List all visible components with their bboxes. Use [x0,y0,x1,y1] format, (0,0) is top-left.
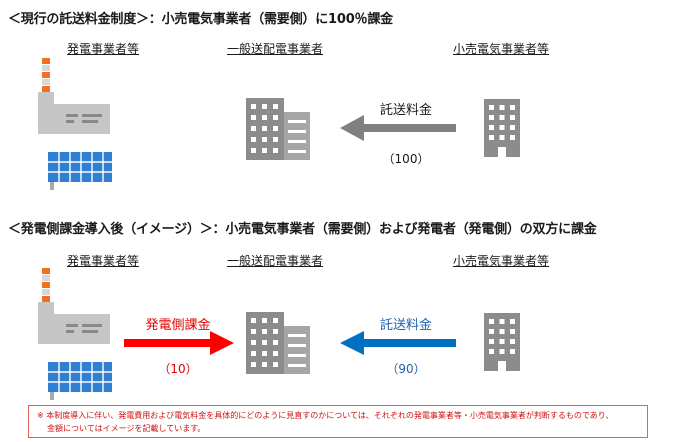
factory-icon [38,58,110,134]
section1-col-generator: 発電事業者等 [66,42,139,56]
section1-arrow-amount: （100） [382,152,430,166]
solar-panel-icon [48,152,112,190]
section2-col-transmission: 一般送配電事業者 [226,254,323,268]
section1-heading: ＜現行の託送料金制度＞：小売電気事業者（需要側）に100％課金 [8,12,393,27]
consignment-fee-arrow [340,115,456,141]
section2-left-arrow-amount: （10） [158,362,198,376]
office-building-icon [246,98,310,160]
footnote-line2: 金額についてはイメージを記載しています。 [47,424,206,433]
section2-col-retail: 小売電気事業者等 [452,254,549,268]
section2-right-arrow-label: 託送料金 [379,318,432,333]
office-building-icon [484,313,520,371]
section1-col-retail: 小売電気事業者等 [452,42,549,56]
section2-heading: ＜発電側課金導入後（イメージ）＞：小売電気事業者（需要側）および発電者（発電側）… [8,222,597,237]
section2-left-arrow-label: 発電側課金 [145,318,211,333]
solar-panel-icon [48,362,112,400]
section2-right-arrow-amount: （90） [386,362,426,376]
section2-col-generator: 発電事業者等 [66,254,139,268]
office-building-icon [484,99,520,157]
footnote-line1: 本制度導入に伴い、発電費用および電気料金を具体的にどのように見直すのかについては… [46,411,614,420]
factory-icon [38,268,110,344]
footnote-mark: ※ [37,411,44,420]
section1-col-transmission: 一般送配電事業者 [226,42,323,56]
office-building-icon [246,312,310,374]
footnote-box: ※ 本制度導入に伴い、発電費用および電気料金を具体的にどのように見直すのかについ… [28,405,648,438]
consignment-fee-arrow [340,331,456,355]
section1-arrow-label: 託送料金 [379,103,432,118]
generation-charge-arrow [124,331,234,355]
